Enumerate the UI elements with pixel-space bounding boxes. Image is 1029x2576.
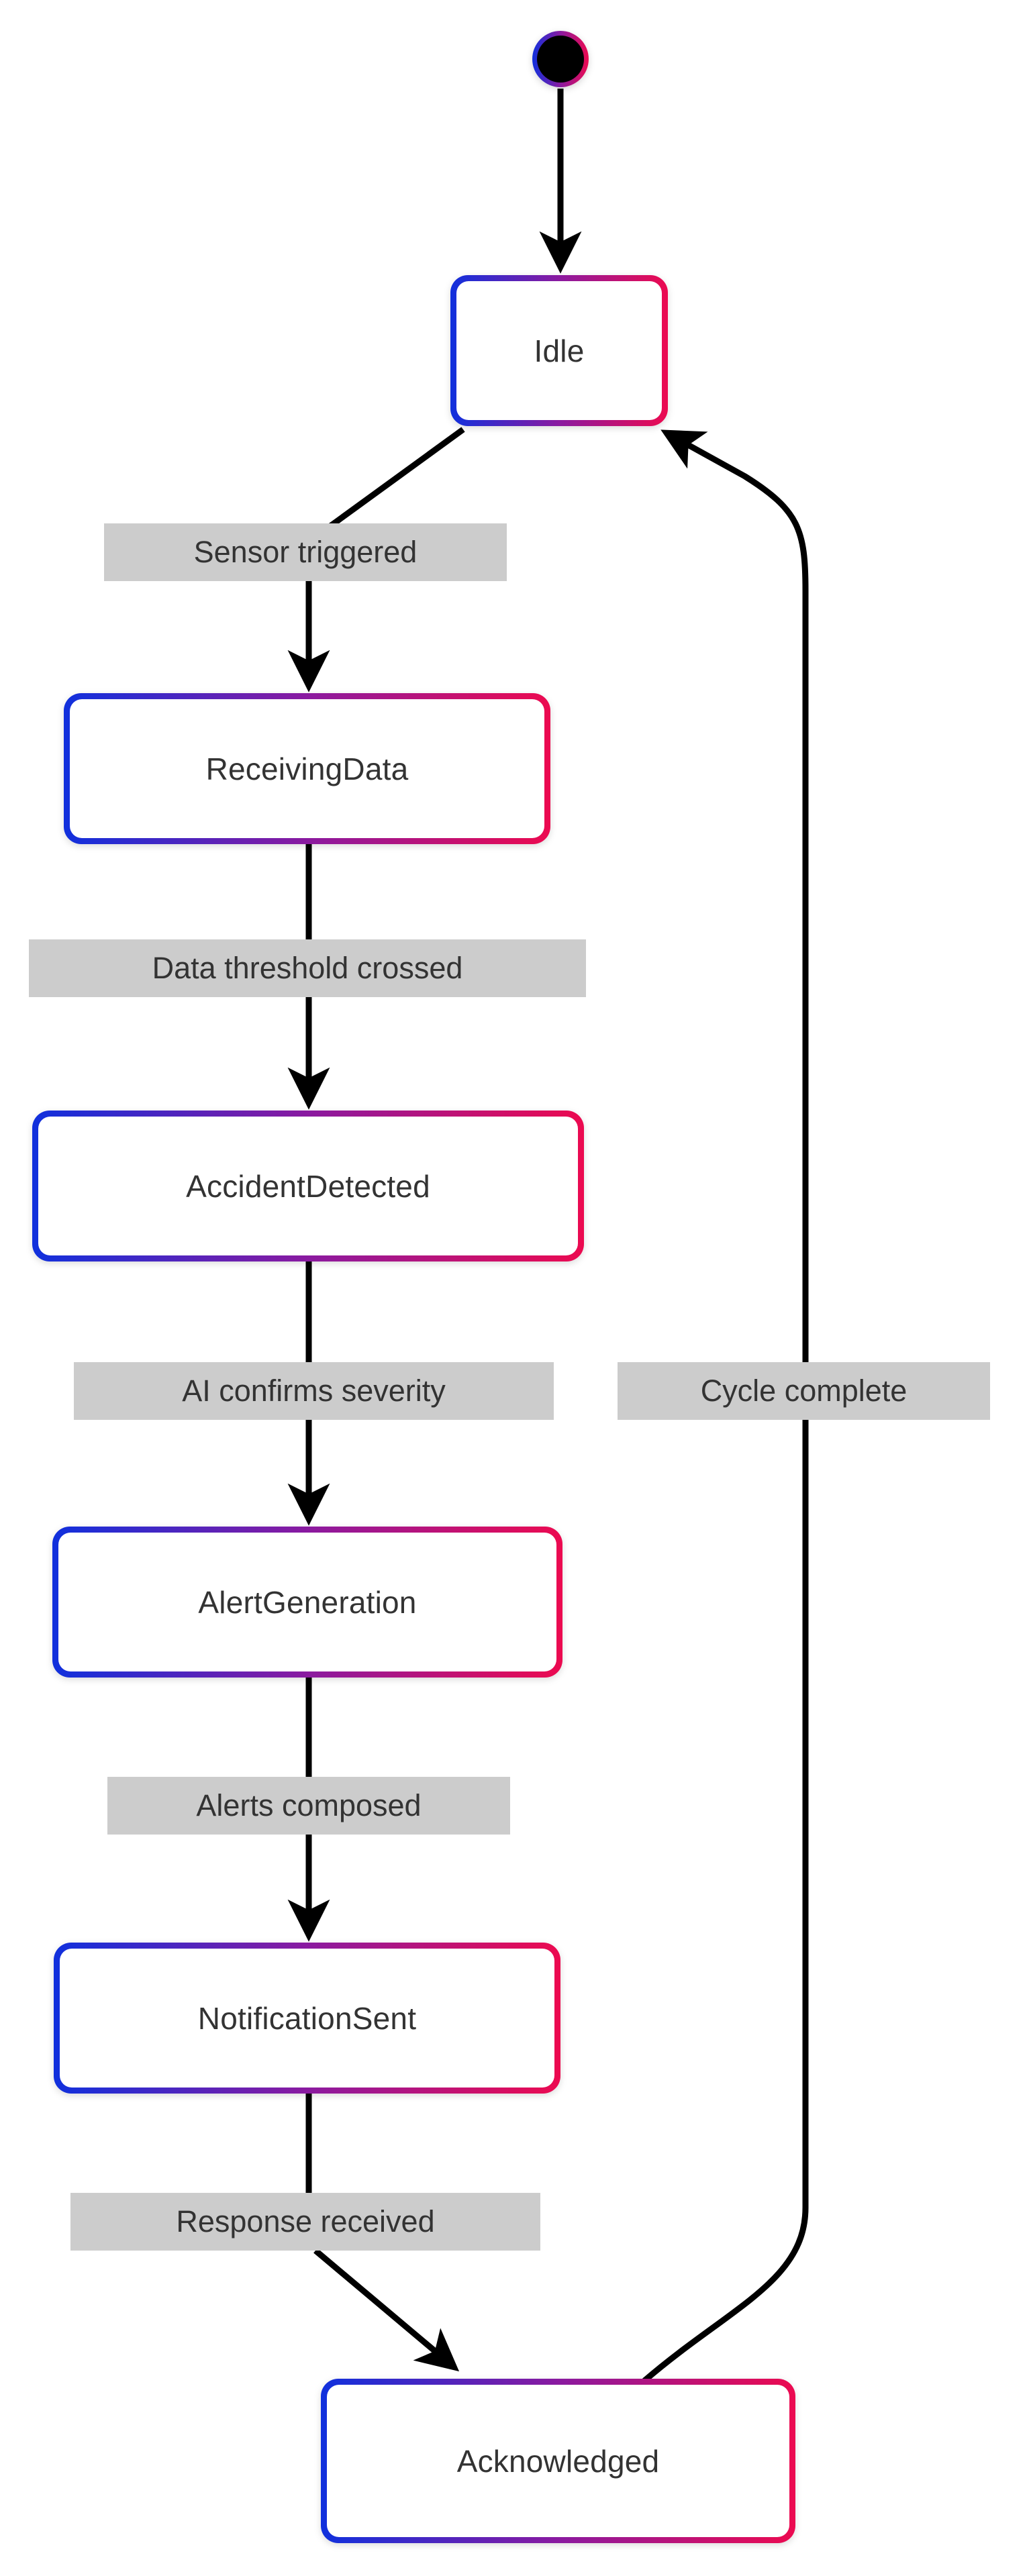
edge-idle-to-label	[328, 427, 465, 529]
state-node-alert-generation-body: AlertGeneration	[58, 1533, 556, 1671]
state-label-idle: Idle	[534, 333, 585, 368]
transition-label-response-received: Response received	[70, 2193, 540, 2251]
state-node-accident-detected[interactable]: AccidentDetected	[32, 1111, 584, 1261]
state-node-receiving-data-body: ReceivingData	[70, 699, 544, 838]
state-node-idle[interactable]: Idle	[450, 275, 668, 426]
state-label-acknowledged: Acknowledged	[456, 2443, 660, 2479]
state-node-alert-generation[interactable]: AlertGeneration	[52, 1527, 562, 1678]
state-node-notification-sent[interactable]: NotificationSent	[54, 1943, 560, 2094]
start-state-fill	[537, 36, 584, 83]
state-node-notification-sent-body: NotificationSent	[60, 1949, 554, 2088]
state-label-alert-generation: AlertGeneration	[198, 1584, 417, 1620]
state-label-receiving-data: ReceivingData	[205, 751, 409, 786]
state-node-acknowledged-body: Acknowledged	[327, 2385, 789, 2537]
edge-label-to-acknowledged	[313, 2248, 460, 2372]
transition-label-sensor-triggered: Sensor triggered	[104, 523, 507, 581]
transition-label-cycle-complete: Cycle complete	[618, 1362, 990, 1420]
start-state-node[interactable]	[532, 31, 589, 87]
state-node-idle-body: Idle	[456, 281, 662, 420]
transition-label-data-threshold-crossed: Data threshold crossed	[29, 939, 586, 997]
state-label-notification-sent: NotificationSent	[197, 2000, 417, 2036]
transition-label-alerts-composed: Alerts composed	[107, 1777, 510, 1835]
edge-cycle-upper	[660, 429, 809, 1362]
state-node-acknowledged[interactable]: Acknowledged	[321, 2379, 795, 2543]
edge-acknowledged-to-idle	[642, 1420, 809, 2383]
transition-label-ai-confirms-severity: AI confirms severity	[74, 1362, 554, 1420]
state-label-accident-detected: AccidentDetected	[186, 1168, 430, 1204]
state-node-accident-detected-body: AccidentDetected	[38, 1117, 578, 1255]
state-node-receiving-data[interactable]: ReceivingData	[64, 693, 550, 844]
